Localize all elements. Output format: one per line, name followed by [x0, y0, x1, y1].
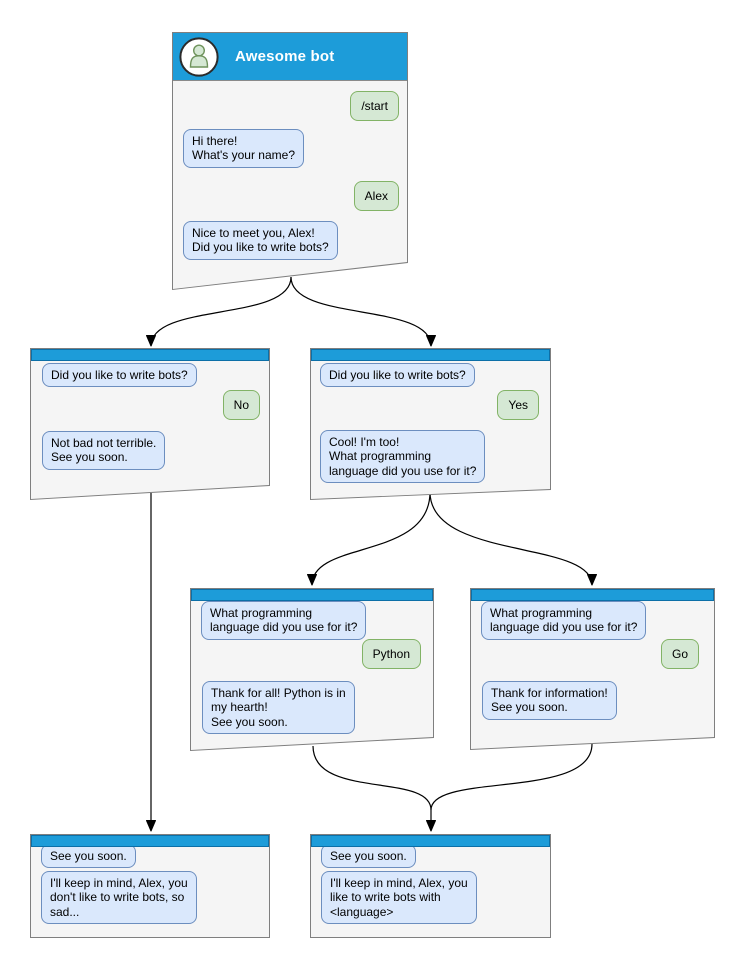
window-titlebar [311, 349, 550, 361]
window-body: Awesome bot /start Hi there! What's your… [173, 33, 407, 289]
edge-start-to-yes [290, 276, 436, 347]
user-message-bubble: Yes [497, 390, 539, 420]
window-titlebar [31, 835, 269, 847]
bot-message-bubble: Did you like to write bots? [320, 363, 475, 387]
edge-yes-to-python [307, 491, 431, 586]
bot-message-bubble: Thank for information! See you soon. [482, 681, 617, 720]
bot-avatar-icon [179, 37, 219, 77]
bot-message-bubble: Nice to meet you, Alex! Did you like to … [183, 221, 338, 260]
bot-message-bubble: See you soon. [321, 844, 416, 869]
edge-go-to-end [430, 743, 593, 811]
edge-yes-to-go [429, 491, 597, 586]
window-titlebar [311, 835, 550, 847]
window-body: What programming language did you use fo… [191, 589, 433, 750]
edge-python-to-end [312, 745, 436, 832]
user-message-bubble: Go [661, 639, 699, 669]
bot-message-bubble: See you soon. [41, 844, 136, 869]
window-body: Did you like to write bots? Yes Cool! I'… [311, 349, 550, 499]
edge-start-to-no [146, 276, 292, 347]
user-message-bubble: /start [350, 91, 399, 121]
user-message-bubble: Python [362, 639, 421, 669]
bot-message-bubble: Cool! I'm too! What programming language… [320, 430, 485, 483]
bot-message-bubble: I'll keep in mind, Alex, you like to wri… [321, 871, 477, 925]
user-message-bubble: Alex [354, 181, 399, 211]
bot-message-bubble: Thank for all! Python is in my hearth! S… [202, 681, 355, 734]
window-titlebar [191, 589, 433, 601]
window-body: What programming language did you use fo… [471, 589, 714, 749]
window-titlebar [471, 589, 714, 601]
bot-message-bubble: What programming language did you use fo… [481, 601, 646, 640]
chat-window-main: Awesome bot /start Hi there! What's your… [172, 32, 408, 290]
chat-window-branch-no: Did you like to write bots? No Not bad n… [30, 348, 270, 500]
chat-window-branch-yes: Did you like to write bots? Yes Cool! I'… [310, 348, 551, 500]
bot-message-bubble: Hi there! What's your name? [183, 129, 304, 168]
chat-window-end-yes: See you soon. I'll keep in mind, Alex, y… [310, 834, 551, 938]
bot-message-bubble: What programming language did you use fo… [201, 601, 366, 640]
window-body: Did you like to write bots? No Not bad n… [31, 349, 269, 499]
bot-name-title: Awesome bot [235, 48, 335, 65]
bot-message-bubble: Did you like to write bots? [42, 363, 197, 387]
window-header: Awesome bot [173, 33, 407, 81]
chat-window-branch-go: What programming language did you use fo… [470, 588, 715, 750]
user-message-bubble: No [223, 390, 260, 420]
chat-window-branch-python: What programming language did you use fo… [190, 588, 434, 751]
bot-message-bubble: I'll keep in mind, Alex, you don't like … [41, 871, 197, 925]
window-titlebar [31, 349, 269, 361]
chat-window-end-no: See you soon. I'll keep in mind, Alex, y… [30, 834, 270, 938]
bot-message-bubble: Not bad not terrible. See you soon. [42, 431, 165, 470]
